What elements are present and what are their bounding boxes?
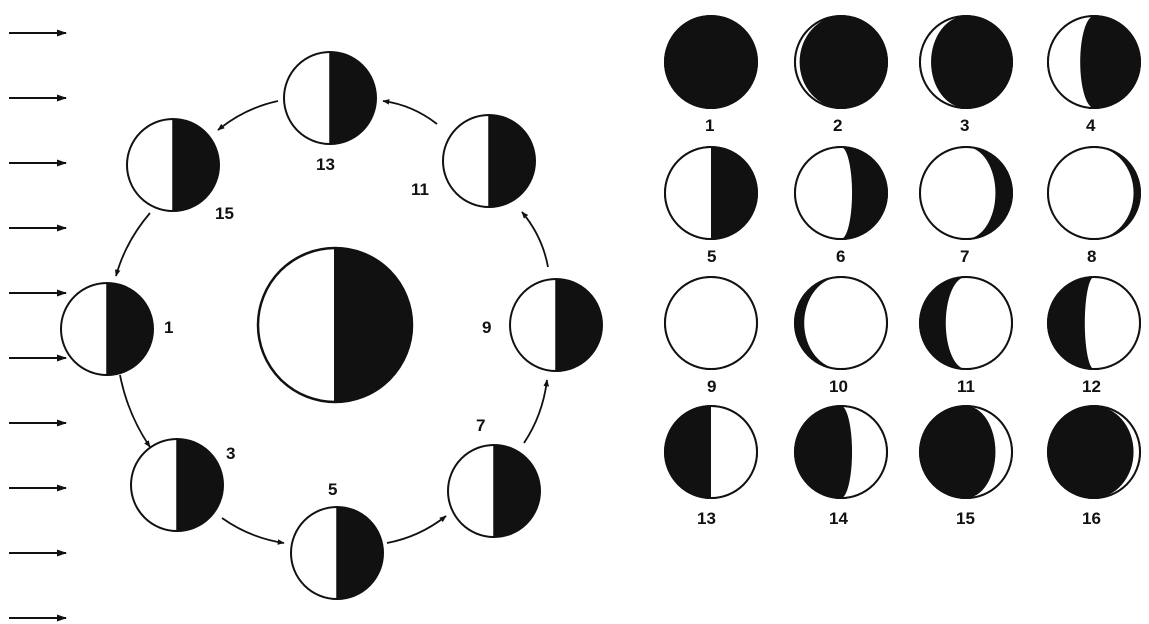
phase-label-9: 9 (707, 377, 716, 396)
phase-label-3: 3 (960, 116, 969, 135)
phase-moon-7 (919, 146, 1013, 240)
orbit-arrow (114, 212, 151, 277)
phase-moon-14 (794, 405, 888, 499)
orbit-diagram (60, 51, 603, 600)
orbit-arrow (382, 99, 438, 125)
orbit-arrow (119, 374, 151, 448)
orbit-moon-7 (447, 444, 541, 538)
phase-moon-12 (1047, 276, 1141, 370)
phase-moon-1 (664, 15, 758, 109)
phase-moon-16 (1047, 405, 1141, 499)
orbit-label-13: 13 (316, 155, 335, 174)
phase-moon-5 (664, 146, 758, 240)
orbit-moon-3 (130, 438, 224, 532)
orbit-moon-11 (442, 114, 536, 208)
phase-moon-2 (794, 15, 888, 109)
phase-label-15: 15 (956, 509, 975, 528)
sunlight-arrows (9, 29, 67, 622)
orbit-label-7: 7 (476, 416, 485, 435)
orbit-moon-15 (126, 118, 220, 212)
orbit-moon-5 (290, 506, 384, 600)
phase-label-1: 1 (705, 116, 714, 135)
orbit-label-1: 1 (164, 318, 173, 337)
phase-moon-9 (664, 276, 758, 370)
orbit-moon-13 (283, 51, 377, 145)
orbit-label-11: 11 (411, 180, 429, 199)
phase-moon-13 (664, 405, 758, 499)
phase-moon-3 (919, 15, 1013, 109)
orbit-arrow (217, 100, 279, 131)
phase-label-2: 2 (833, 116, 842, 135)
phase-label-5: 5 (707, 247, 716, 266)
orbit-arrow (221, 517, 285, 545)
phase-label-8: 8 (1087, 247, 1096, 266)
orbit-label-15: 15 (215, 204, 234, 223)
phase-moon-8 (1047, 146, 1141, 240)
phase-moon-4 (1047, 15, 1141, 109)
phase-label-12: 12 (1082, 377, 1101, 396)
orbit-label-5: 5 (328, 480, 337, 499)
phase-moon-15 (919, 405, 1013, 499)
phase-label-11: 11 (957, 377, 975, 396)
phase-moon-6 (794, 146, 888, 240)
orbit-moon-9 (509, 278, 603, 372)
orbit-moon-1 (60, 282, 154, 376)
phase-grid (664, 15, 1141, 499)
orbit-label-3: 3 (226, 444, 235, 463)
orbit-label-9: 9 (482, 318, 491, 337)
phase-moon-10 (794, 276, 888, 370)
phase-moon-11 (919, 276, 1013, 370)
phase-label-6: 6 (836, 247, 845, 266)
orbit-arrows (114, 99, 550, 545)
phase-label-7: 7 (960, 247, 969, 266)
phase-label-16: 16 (1082, 509, 1101, 528)
phase-label-10: 10 (829, 377, 848, 396)
orbit-arrow (386, 515, 447, 544)
phase-label-4: 4 (1086, 116, 1096, 135)
phase-label-13: 13 (697, 509, 716, 528)
labels: 1 3 5 7 9 11 13 15 1 2 3 4 5 6 7 8 9 10 … (164, 116, 1101, 528)
phase-label-14: 14 (829, 509, 848, 528)
earth (256, 246, 414, 404)
orbit-arrow (523, 379, 550, 444)
orbit-arrow (521, 211, 549, 268)
